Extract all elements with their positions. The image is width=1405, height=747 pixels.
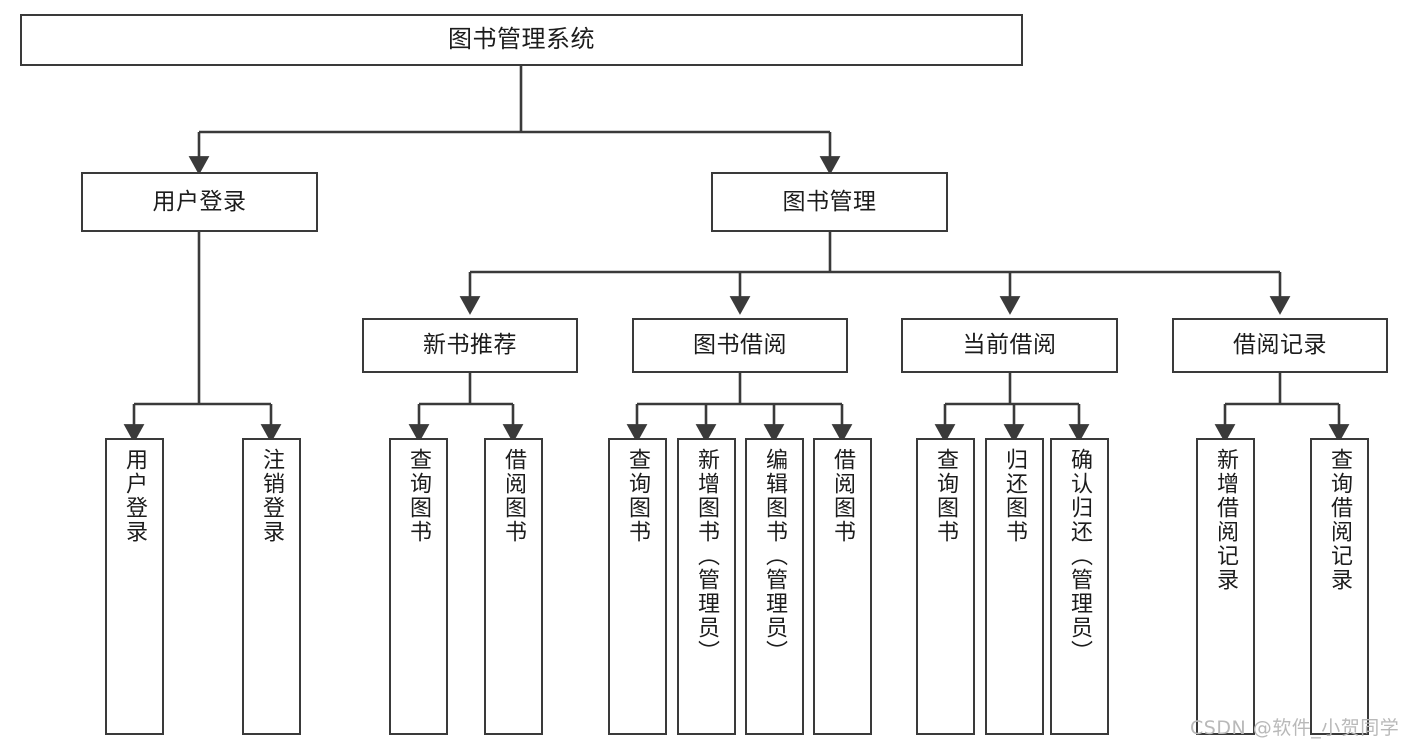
node-label: 当前借阅 <box>962 332 1057 359</box>
node-label: 图书管理系统 <box>448 25 595 54</box>
node-label: 确认归还（管理员） <box>1067 448 1093 664</box>
node-label: 新书推荐 <box>423 332 517 359</box>
node-label: 图书借阅 <box>693 332 787 359</box>
csdn-watermark: CSDN @软件_小贺同学 <box>1190 717 1400 739</box>
node-label: 查询图书 <box>625 448 651 544</box>
node-current-borrowing[interactable]: 当前借阅 <box>901 318 1118 373</box>
node-borrowing-record[interactable]: 借阅记录 <box>1172 318 1388 373</box>
leaf-borrow-book-new-recommendation[interactable]: 借阅图书 <box>484 438 543 735</box>
node-label: 用户登录 <box>122 448 148 544</box>
leaf-add-book-admin[interactable]: 新增图书（管理员） <box>677 438 736 735</box>
node-label: 查询借阅记录 <box>1327 448 1353 592</box>
node-label: 归还图书 <box>1002 448 1028 544</box>
leaf-edit-book-admin[interactable]: 编辑图书（管理员） <box>745 438 804 735</box>
node-label: 图书管理 <box>782 188 877 215</box>
leaf-query-book-new-recommendation[interactable]: 查询图书 <box>389 438 448 735</box>
leaf-borrow-book-borrowing[interactable]: 借阅图书 <box>813 438 872 735</box>
node-label: 新增借阅记录 <box>1213 448 1239 592</box>
node-label: 用户登录 <box>152 188 247 215</box>
node-book-borrowing[interactable]: 图书借阅 <box>632 318 848 373</box>
node-label: 借阅图书 <box>830 448 856 544</box>
node-label: 注销登录 <box>259 448 285 544</box>
leaf-user-login[interactable]: 用户登录 <box>105 438 164 735</box>
leaf-add-borrow-record[interactable]: 新增借阅记录 <box>1196 438 1255 735</box>
node-label: 新增图书（管理员） <box>694 448 720 664</box>
node-label: 查询图书 <box>406 448 432 544</box>
leaf-query-book-current[interactable]: 查询图书 <box>916 438 975 735</box>
node-new-book-recommendation[interactable]: 新书推荐 <box>362 318 578 373</box>
node-user-login[interactable]: 用户登录 <box>81 172 318 232</box>
node-label: 借阅记录 <box>1233 332 1327 359</box>
leaf-query-borrow-record[interactable]: 查询借阅记录 <box>1310 438 1369 735</box>
leaf-confirm-return-admin[interactable]: 确认归还（管理员） <box>1050 438 1109 735</box>
node-label: 编辑图书（管理员） <box>762 448 788 664</box>
node-label: 查询图书 <box>933 448 959 544</box>
node-root-book-management-system[interactable]: 图书管理系统 <box>20 14 1023 66</box>
node-label: 借阅图书 <box>501 448 527 544</box>
leaf-return-book[interactable]: 归还图书 <box>985 438 1044 735</box>
node-book-management[interactable]: 图书管理 <box>711 172 948 232</box>
leaf-logout[interactable]: 注销登录 <box>242 438 301 735</box>
leaf-query-book-borrowing[interactable]: 查询图书 <box>608 438 667 735</box>
